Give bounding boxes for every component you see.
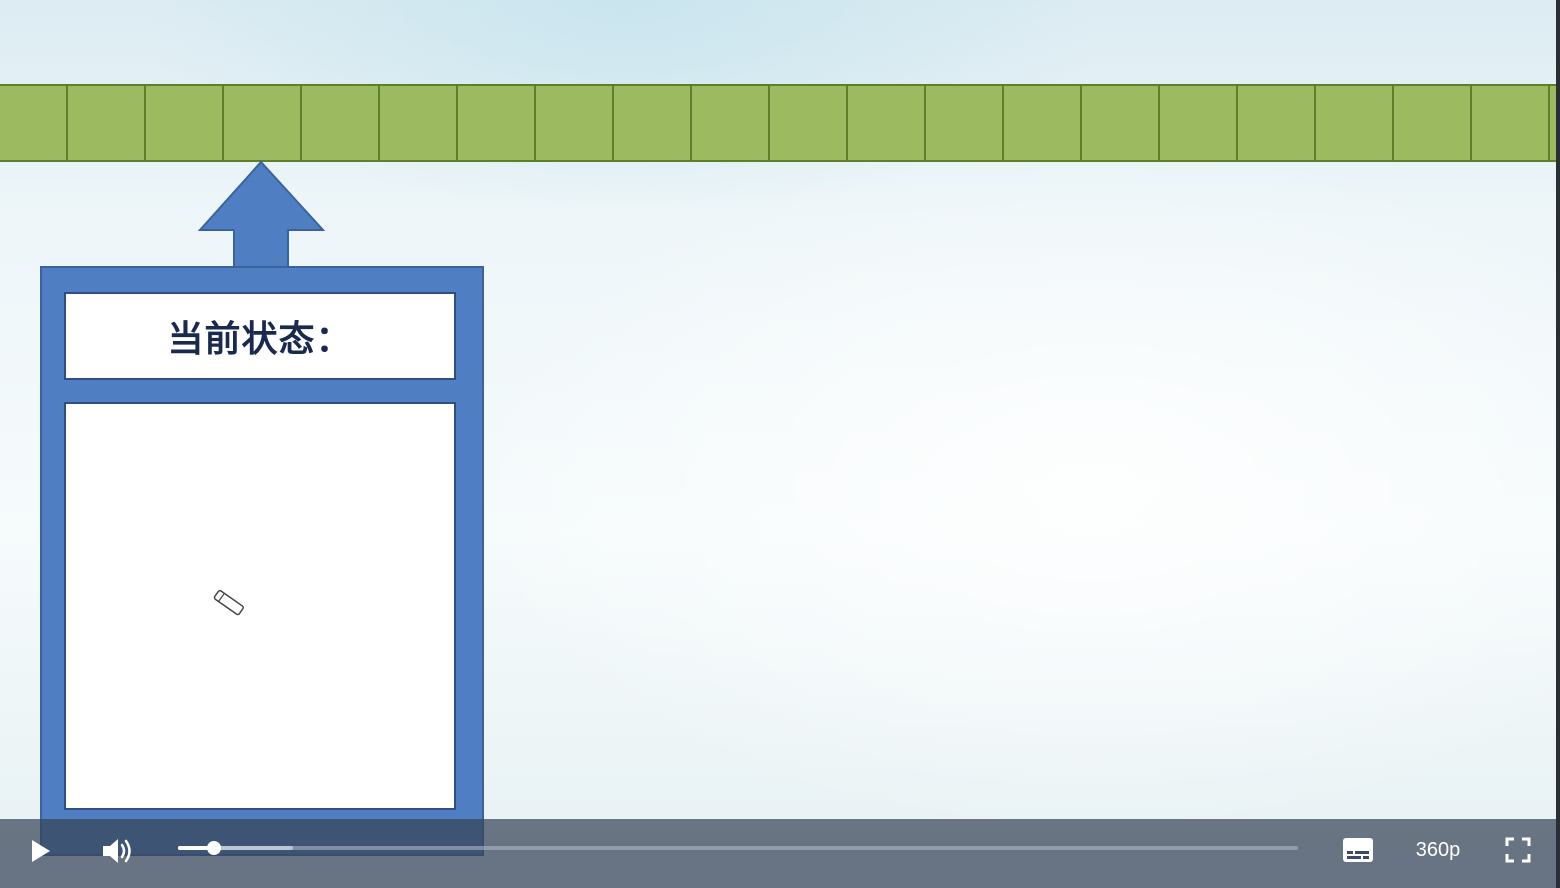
state-label-box: 当前状态： — [64, 292, 456, 380]
frame-edge — [1556, 0, 1560, 888]
tape-cell — [534, 86, 612, 160]
tape-cell — [1314, 86, 1392, 160]
tape-cell — [222, 86, 300, 160]
subtitles-icon — [1343, 838, 1373, 862]
tape-cell — [612, 86, 690, 160]
volume-button[interactable] — [100, 835, 136, 867]
progress-played — [178, 846, 214, 850]
subtitles-button[interactable] — [1342, 837, 1374, 863]
state-content-box — [64, 402, 456, 810]
tape-cell — [1080, 86, 1158, 160]
progress-scrubber-handle[interactable] — [206, 841, 221, 855]
tape-cell — [1470, 86, 1548, 160]
current-state-label: 当前状态： — [167, 319, 353, 360]
tape-head-arrow — [197, 160, 326, 269]
video-controls-bar: 360p — [0, 819, 1556, 888]
tape-cell — [1392, 86, 1470, 160]
turing-tape — [0, 84, 1556, 162]
tape-cell — [1548, 86, 1560, 160]
tape-cell — [690, 86, 768, 160]
quality-selector[interactable]: 360p — [1415, 839, 1461, 861]
tape-cell — [0, 86, 66, 160]
progress-bar[interactable] — [178, 841, 1298, 855]
tape-cell — [846, 86, 924, 160]
tape-cell — [1158, 86, 1236, 160]
tape-cell — [300, 86, 378, 160]
play-icon — [32, 840, 50, 862]
tape-cell — [768, 86, 846, 160]
tape-cell — [456, 86, 534, 160]
state-machine-panel: 当前状态： — [40, 266, 484, 856]
fullscreen-button[interactable] — [1504, 836, 1532, 864]
fullscreen-icon — [1505, 837, 1531, 863]
tape-cell — [66, 86, 144, 160]
progress-buffered — [178, 846, 294, 850]
pen-cursor-icon — [213, 589, 244, 616]
play-button[interactable] — [26, 837, 54, 865]
tape-cell — [1236, 86, 1314, 160]
tape-cell — [924, 86, 1002, 160]
volume-icon — [103, 839, 131, 863]
tape-cell — [144, 86, 222, 160]
tape-cell — [1002, 86, 1080, 160]
tape-cell — [378, 86, 456, 160]
